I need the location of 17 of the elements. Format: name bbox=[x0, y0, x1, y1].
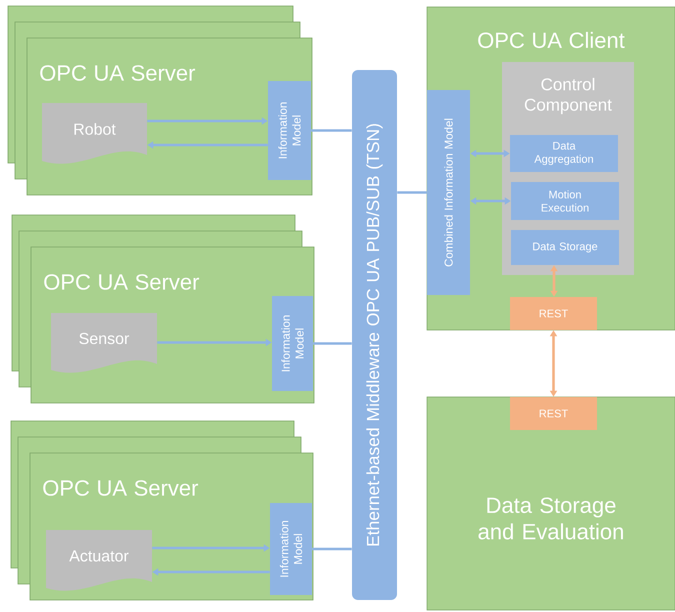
model-box: Combined Information Model bbox=[427, 90, 470, 295]
connector-line bbox=[311, 129, 352, 132]
device-document: Sensor bbox=[51, 313, 157, 373]
device-document: Robot bbox=[42, 103, 147, 164]
connector-line bbox=[397, 191, 427, 194]
function-box: Data Aggregation bbox=[510, 135, 618, 172]
interface-box: REST bbox=[510, 397, 597, 430]
connector-line bbox=[313, 342, 352, 345]
function-box: Motion Execution bbox=[511, 182, 619, 220]
middleware-bar: Ethernet-based Middleware OPC UA PUB/SUB (TSN) bbox=[352, 70, 397, 600]
interface-box: REST bbox=[510, 297, 597, 330]
model-box: Information Model bbox=[268, 81, 311, 180]
model-box: Information Model bbox=[270, 503, 312, 595]
model-box: Information Model bbox=[272, 296, 313, 391]
device-document: Actuator bbox=[46, 530, 152, 591]
connector-line bbox=[312, 548, 352, 550]
function-box: Data Storage bbox=[511, 230, 619, 265]
